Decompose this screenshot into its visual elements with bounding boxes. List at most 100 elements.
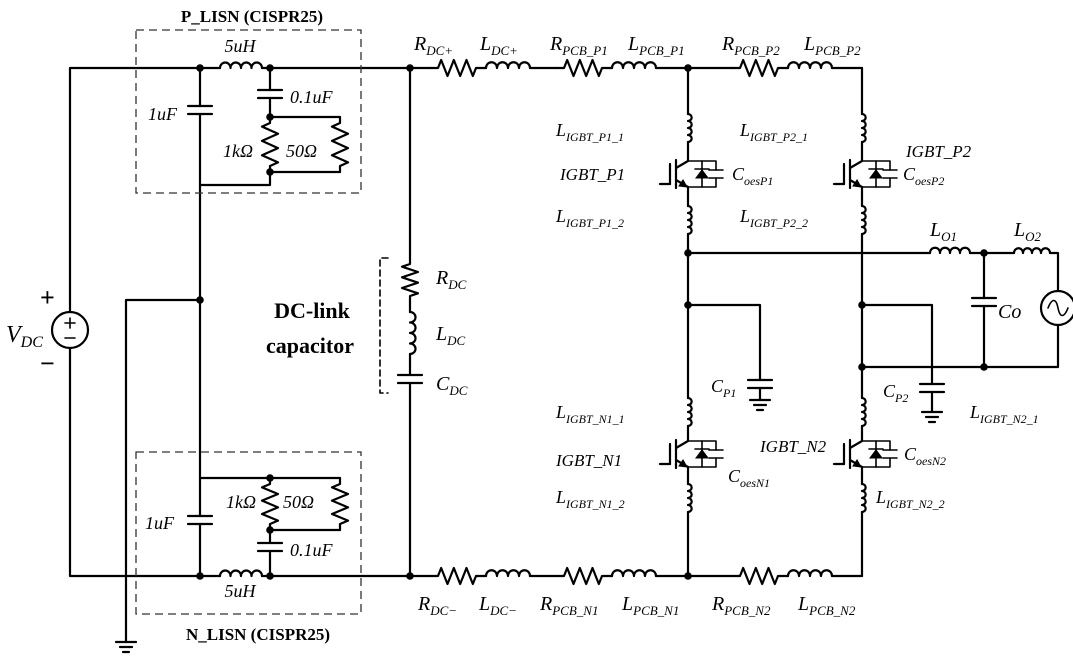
l-igbt-n2-1-label: LIGBT_N2_1 xyxy=(969,402,1039,426)
igbt-p1-label: IGBT_P1 xyxy=(559,165,625,184)
l-igbt-n1-2-inductor xyxy=(686,482,693,514)
junction-dot xyxy=(266,526,274,534)
igbt-n2-coes-wire-top xyxy=(875,440,891,451)
junction-dot xyxy=(684,301,692,309)
l-dc-plus-label: LDC+ xyxy=(479,33,518,58)
lo2-label: LO2 xyxy=(1013,219,1042,244)
l-dc-inductor xyxy=(408,310,417,356)
igbt-p1-collector xyxy=(674,152,690,170)
igbt-n1-coes-wire-bottom xyxy=(701,457,717,468)
igbt-n2-label: IGBT_N2 xyxy=(759,437,827,456)
igbt-n1-arrow xyxy=(678,459,688,468)
p-lisn-res-1k xyxy=(260,115,280,174)
source-bottom-wire xyxy=(68,346,202,578)
coes-p1-label: CoesP1 xyxy=(732,164,773,188)
n-lisn-res-1k xyxy=(260,476,280,532)
l-igbt-n2-1-inductor xyxy=(860,396,867,428)
junction-dot xyxy=(196,296,204,304)
igbt-n2-arrow xyxy=(852,459,862,468)
l-igbt-p1-1-inductor xyxy=(686,112,693,144)
circuit-components xyxy=(50,58,1073,654)
r-pcb-p2-label: RPCB_P2 xyxy=(721,33,780,58)
n-lisn-box xyxy=(135,451,362,615)
l-igbt-n2-2-label: LIGBT_N2_2 xyxy=(875,487,945,511)
lo2-inductor xyxy=(1012,247,1052,255)
r-dc-resistor xyxy=(400,256,420,304)
igbt-n2-coes-wire-bottom xyxy=(875,457,891,468)
dc-link-label-line1: DC-link xyxy=(274,298,351,323)
l-pcb-p1-label: LPCB_P1 xyxy=(627,33,685,58)
l-pcb-n1-inductor xyxy=(610,569,658,578)
l-pcb-p1-inductor xyxy=(610,61,658,70)
r-dc-minus-resistor xyxy=(428,566,486,586)
l-igbt-p2-2-inductor xyxy=(860,204,867,236)
p-lisn-cap-1uf-label: 1uF xyxy=(148,104,178,124)
igbt-p1-arrow xyxy=(678,179,688,188)
junction-dot xyxy=(684,249,692,257)
l-igbt-p2-1-label: LIGBT_P2_1 xyxy=(739,120,808,144)
cp2-label: CP2 xyxy=(883,381,908,405)
junction-dot xyxy=(196,64,204,72)
co-label: Co xyxy=(998,301,1021,323)
cp1-label: CP1 xyxy=(711,376,736,400)
junction-dot xyxy=(858,363,866,371)
coes-n1-label: CoesN1 xyxy=(728,466,770,490)
r-pcb-n1-resistor xyxy=(554,566,612,586)
r-dc-label: RDC xyxy=(435,267,467,292)
l-igbt-p2-2-label: LIGBT_P2_2 xyxy=(739,206,808,230)
coes-n2-label: CoesN2 xyxy=(904,444,946,468)
junction-dot xyxy=(980,363,988,371)
l-pcb-n2-inductor xyxy=(786,569,834,578)
p-lisn-res-50-label: 50Ω xyxy=(286,141,317,161)
junction-dot xyxy=(266,168,274,176)
l-dc-plus-inductor xyxy=(484,61,532,70)
igbt-n2-collector xyxy=(848,432,864,450)
l-pcb-p2-inductor xyxy=(786,61,834,70)
igbt-n1-coes-wire-top xyxy=(701,440,717,451)
l-pcb-n1-label: LPCB_N1 xyxy=(621,593,679,618)
igbt-n1-label: IGBT_N1 xyxy=(555,451,622,470)
c-dc-label: CDC xyxy=(436,373,468,398)
wire xyxy=(686,303,762,382)
p-lisn-cap-01uf-label: 0.1uF xyxy=(290,87,334,107)
coes-p2-label: CoesP2 xyxy=(903,164,944,188)
igbt-n1-diode xyxy=(695,449,709,459)
wire xyxy=(1048,251,1060,292)
source-minus-label: − xyxy=(40,349,55,378)
dc-link-bracket xyxy=(379,257,389,394)
l-pcb-n2-label: LPCB_N2 xyxy=(797,593,856,618)
junction-dot xyxy=(196,572,204,580)
p-lisn-inductor xyxy=(218,61,264,70)
igbt-p2-diode xyxy=(869,169,883,179)
r-pcb-p1-label: RPCB_P1 xyxy=(549,33,608,58)
n-lisn-cap-1uf-label: 1uF xyxy=(145,513,175,533)
n-lisn-inductor xyxy=(218,569,264,578)
source-label: VDC xyxy=(6,322,43,351)
igbt-p2-coes-wire-bottom xyxy=(875,177,891,188)
l-dc-minus-label: LDC− xyxy=(478,593,517,618)
n-lisn-title: N_LISN (CISPR25) xyxy=(186,625,330,644)
n-lisn-res-1k-label: 1kΩ xyxy=(226,492,256,512)
igbt-p2-label: IGBT_P2 xyxy=(905,142,972,161)
l-igbt-n1-2-label: LIGBT_N1_2 xyxy=(555,487,625,511)
lo1-inductor xyxy=(928,246,972,255)
l-igbt-n2-2-inductor xyxy=(860,482,867,514)
igbt-p1-diode xyxy=(695,169,709,179)
l-igbt-p1-2-inductor xyxy=(686,204,693,236)
igbt-p2-coes-wire-top xyxy=(875,160,891,171)
junction-dot xyxy=(980,249,988,257)
ac-sine-icon xyxy=(1047,299,1069,317)
lo1-label: LO1 xyxy=(929,219,957,244)
r-pcb-p2-resistor xyxy=(730,58,788,78)
wire xyxy=(860,323,1060,369)
junction-dot xyxy=(858,301,866,309)
r-dc-minus-label: RDC− xyxy=(417,593,457,618)
r-pcb-n1-label: RPCB_N1 xyxy=(539,593,598,618)
wire xyxy=(860,303,934,386)
igbt-p2-collector xyxy=(848,152,864,170)
l-igbt-p2-1-inductor xyxy=(860,112,867,144)
p-lisn-box xyxy=(135,29,362,194)
r-pcb-p1-resistor xyxy=(554,58,612,78)
l-igbt-n1-1-label: LIGBT_N1_1 xyxy=(555,402,625,426)
